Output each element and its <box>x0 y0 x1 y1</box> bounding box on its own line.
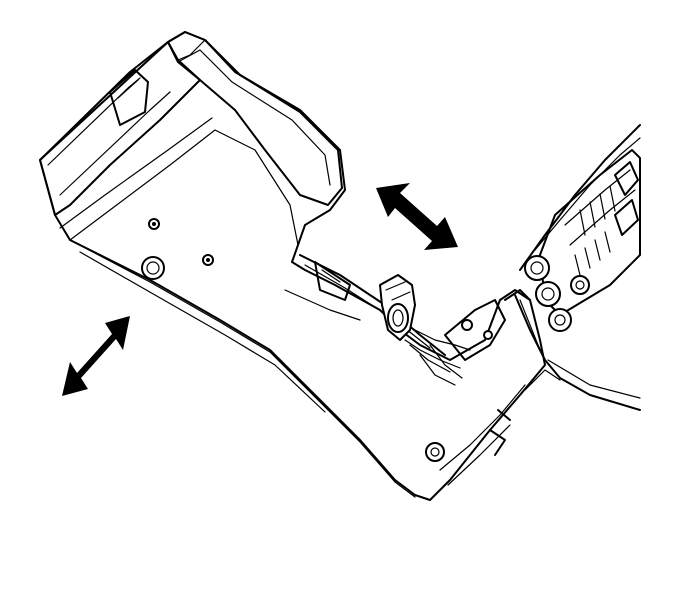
fastener-front <box>425 442 445 462</box>
knob-2 <box>535 281 561 307</box>
shift-lever-assembly <box>379 274 506 386</box>
instrument-panel <box>504 124 641 411</box>
floor-console <box>39 31 546 501</box>
double-arrow-lower-left <box>62 316 130 396</box>
knob-3 <box>548 308 572 332</box>
grommet-hole <box>141 256 165 280</box>
double-arrow-upper-right <box>376 183 458 250</box>
knob-1 <box>524 255 550 281</box>
